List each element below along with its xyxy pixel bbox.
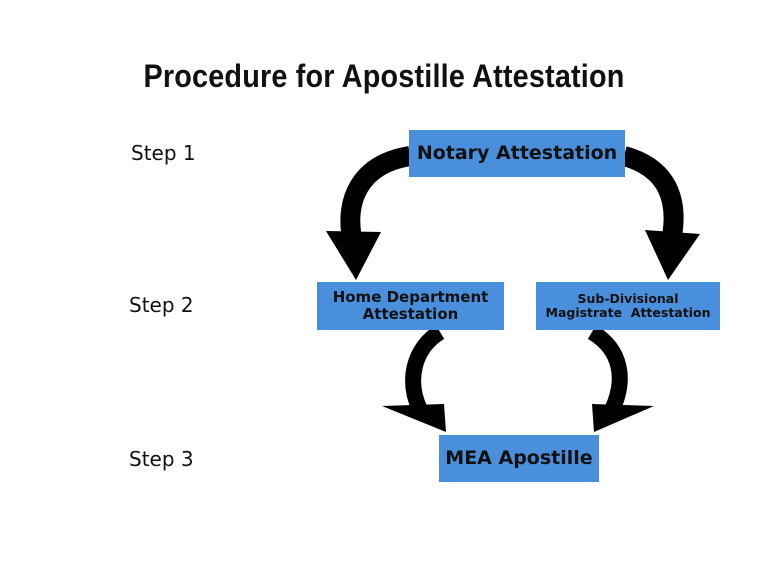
step-3-label: Step 3 bbox=[129, 447, 194, 471]
diagram-title: Procedure for Apostille Attestation bbox=[143, 58, 625, 94]
arrow-sdm-to-mea bbox=[587, 325, 654, 432]
node-sub-divisional-magistrate: Sub-Divisional Magistrate Attestation bbox=[536, 282, 720, 330]
step-2-label: Step 2 bbox=[129, 293, 194, 317]
arrow-notary-to-sdm bbox=[620, 146, 700, 280]
node-mea-apostille: MEA Apostille bbox=[439, 435, 599, 482]
node-home-label-line1: Home Department bbox=[332, 287, 489, 306]
node-mea-label: MEA Apostille bbox=[445, 446, 593, 469]
node-sdm-label-line2: Magistrate Attestation bbox=[545, 305, 711, 320]
arrow-home-to-mea bbox=[382, 325, 446, 432]
node-home-department: Home Department Attestation bbox=[317, 282, 504, 330]
node-notary-attestation: Notary Attestation bbox=[409, 130, 625, 177]
node-sdm-label-line1: Sub-Divisional bbox=[577, 290, 679, 306]
arrow-notary-to-home bbox=[326, 146, 412, 280]
node-notary-label: Notary Attestation bbox=[416, 141, 618, 164]
node-home-label-line2: Attestation bbox=[362, 305, 459, 323]
step-1-label: Step 1 bbox=[131, 141, 196, 165]
